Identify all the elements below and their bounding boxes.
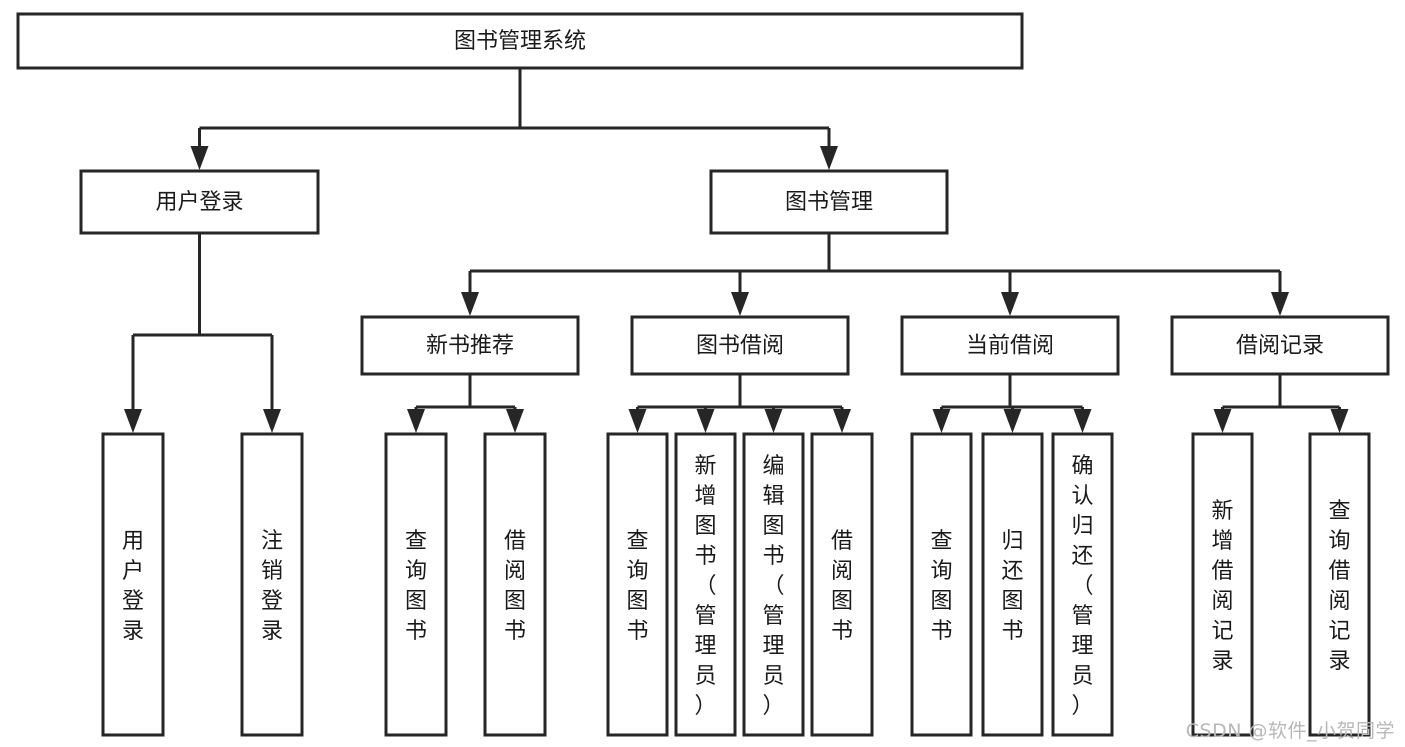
connector-group-l2_0 (407, 374, 524, 433)
node-box-lf_6[interactable] (742, 432, 805, 737)
connector-group-l2_3 (1213, 374, 1349, 433)
arrow-head-lf_8 (932, 409, 951, 433)
node-l2_2[interactable]: 当前借阅 (900, 315, 1120, 376)
node-label-lf_12: 查询借阅记录 (1328, 499, 1350, 674)
node-label-lf_10: 确认归还（管理员） (1071, 454, 1093, 719)
node-l2_0[interactable]: 新书推荐 (360, 315, 580, 376)
connector-group-root (190, 68, 838, 170)
node-label-lf_0: 用户登录 (122, 529, 144, 644)
node-box-lf_2[interactable] (384, 432, 448, 737)
arrow-head-lf_2 (407, 409, 425, 433)
node-lf_4[interactable]: 查询图书 (606, 432, 669, 737)
node-label-l1_1: 图书管理 (785, 190, 873, 215)
node-root[interactable]: 图书管理系统 (16, 12, 1024, 70)
arrow-head-lf_5 (696, 409, 715, 433)
node-box-l1_1[interactable] (709, 169, 949, 235)
node-box-lf_5[interactable] (674, 432, 737, 737)
node-box-lf_8[interactable] (910, 432, 973, 737)
node-lf_9[interactable]: 归还图书 (981, 432, 1044, 737)
arrow-head-lf_6 (764, 409, 783, 433)
watermark-text: CSDN @软件_小贺同学 (1185, 720, 1395, 742)
node-box-lf_10[interactable] (1051, 432, 1114, 737)
node-label-l1_0: 用户登录 (155, 190, 243, 215)
node-lf_10[interactable]: 确认归还（管理员） (1051, 432, 1114, 737)
node-label-lf_11: 新增借阅记录 (1211, 499, 1233, 674)
node-box-l2_2[interactable] (900, 315, 1120, 376)
node-box-l2_3[interactable] (1170, 315, 1390, 376)
node-layer: 图书管理系统用户登录图书管理新书推荐图书借阅当前借阅借阅记录用户登录注销登录查询… (16, 12, 1390, 737)
arrow-head-l2_3 (1271, 292, 1289, 316)
node-l2_3[interactable]: 借阅记录 (1170, 315, 1390, 376)
node-label-lf_2: 查询图书 (405, 529, 427, 644)
node-lf_0[interactable]: 用户登录 (101, 432, 165, 737)
node-box-l2_0[interactable] (360, 315, 580, 376)
node-label-l2_2: 当前借阅 (966, 334, 1054, 359)
node-l1_1[interactable]: 图书管理 (709, 169, 949, 235)
arrow-head-lf_0 (124, 409, 142, 433)
arrow-head-lf_11 (1213, 409, 1232, 433)
arrow-head-l2_0 (461, 292, 479, 316)
node-box-lf_11[interactable] (1191, 432, 1254, 737)
node-label-l2_1: 图书借阅 (696, 334, 784, 359)
node-l2_1[interactable]: 图书借阅 (630, 315, 850, 376)
connector-group-l2_2 (932, 374, 1092, 433)
node-box-l1_0[interactable] (79, 169, 320, 235)
node-box-lf_7[interactable] (810, 432, 874, 737)
node-label-lf_1: 注销登录 (261, 529, 283, 644)
node-box-l2_1[interactable] (630, 315, 850, 376)
node-l1_0[interactable]: 用户登录 (79, 169, 320, 235)
node-box-lf_4[interactable] (606, 432, 669, 737)
node-label-lf_4: 查询图书 (626, 529, 648, 644)
node-label-lf_9: 归还图书 (1001, 529, 1023, 644)
node-box-lf_9[interactable] (981, 432, 1044, 737)
connector-group-l2_1 (628, 374, 851, 433)
arrow-head-lf_1 (263, 409, 281, 433)
connector-group-l1_1 (461, 233, 1289, 316)
arrow-head-l1_0 (190, 146, 209, 170)
connector-group-l1_0 (124, 233, 281, 433)
arrow-head-lf_12 (1330, 409, 1349, 433)
node-lf_7[interactable]: 借阅图书 (810, 432, 874, 737)
node-label-lf_5: 新增图书（管理员） (694, 454, 716, 719)
node-label-lf_8: 查询图书 (930, 529, 952, 644)
node-lf_1[interactable]: 注销登录 (240, 432, 304, 737)
arrow-head-lf_3 (506, 409, 524, 433)
arrow-head-lf_9 (1003, 409, 1022, 433)
node-box-lf_3[interactable] (483, 432, 547, 737)
node-lf_12[interactable]: 查询借阅记录 (1308, 432, 1371, 737)
arrow-head-l1_1 (820, 146, 838, 170)
node-box-root[interactable] (16, 12, 1024, 70)
node-lf_3[interactable]: 借阅图书 (483, 432, 547, 737)
connector-layer (124, 68, 1349, 433)
node-lf_6[interactable]: 编辑图书（管理员） (742, 432, 805, 737)
node-box-lf_0[interactable] (101, 432, 165, 737)
node-box-lf_1[interactable] (240, 432, 304, 737)
arrow-head-lf_10 (1073, 409, 1092, 433)
node-label-l2_3: 借阅记录 (1236, 334, 1324, 359)
node-label-lf_3: 借阅图书 (504, 529, 526, 644)
node-label-lf_7: 借阅图书 (831, 529, 853, 644)
node-lf_11[interactable]: 新增借阅记录 (1191, 432, 1254, 737)
arrow-head-lf_7 (833, 409, 851, 433)
node-label-lf_6: 编辑图书（管理员） (762, 454, 784, 719)
arrow-head-lf_4 (628, 409, 647, 433)
node-label-l2_0: 新书推荐 (426, 334, 514, 359)
node-label-root: 图书管理系统 (454, 29, 586, 54)
arrow-head-l2_1 (731, 292, 749, 316)
node-lf_5[interactable]: 新增图书（管理员） (674, 432, 737, 737)
node-lf_2[interactable]: 查询图书 (384, 432, 448, 737)
node-box-lf_12[interactable] (1308, 432, 1371, 737)
node-lf_8[interactable]: 查询图书 (910, 432, 973, 737)
arrow-head-l2_2 (1001, 292, 1019, 316)
